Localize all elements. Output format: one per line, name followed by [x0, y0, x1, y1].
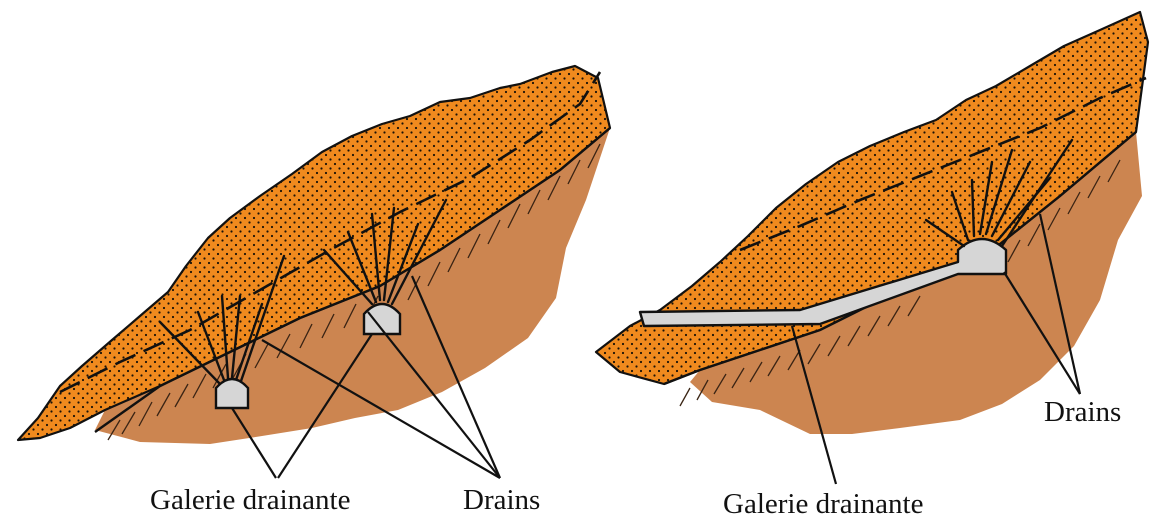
left-drains-label: Drains — [463, 486, 540, 515]
left-gallery-label: Galerie drainante — [150, 486, 350, 515]
right-drains-label: Drains — [1044, 398, 1121, 427]
left-slope — [18, 66, 610, 478]
right-gallery-label: Galerie drainante — [723, 490, 923, 519]
left-gallery-1 — [216, 379, 248, 408]
